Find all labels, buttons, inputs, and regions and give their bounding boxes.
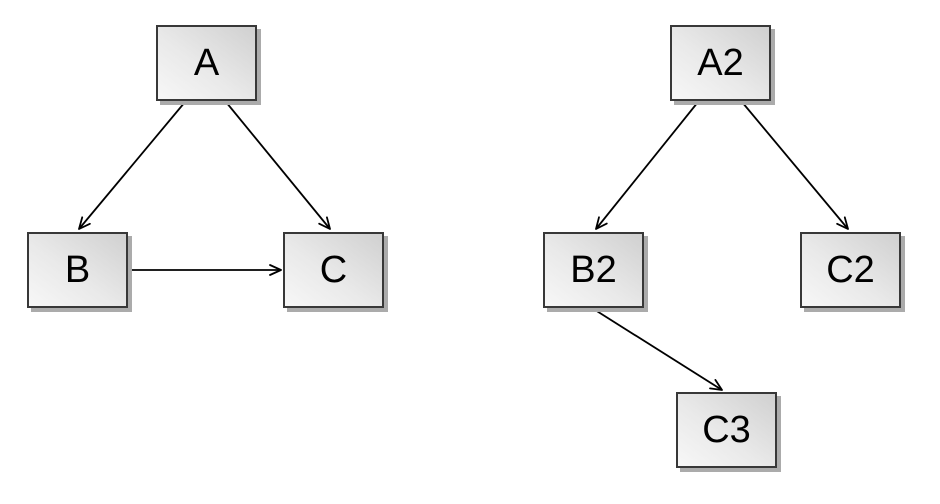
edge-A-to-B	[78, 101, 186, 230]
node-A2: A2	[670, 25, 771, 101]
node-C2: C2	[800, 232, 901, 308]
node-C2-label: C2	[826, 249, 875, 291]
node-B2: B2	[543, 232, 644, 308]
node-B2-label: B2	[570, 249, 617, 291]
edge-A2-to-C2	[741, 101, 849, 230]
edge-A-to-C	[225, 101, 331, 230]
edge-A2-to-B2	[595, 101, 699, 230]
node-C3-label: C3	[702, 409, 751, 451]
node-A: A	[156, 25, 257, 101]
node-B-label: B	[64, 249, 91, 291]
node-A2-label: A2	[697, 42, 744, 84]
node-A-label: A	[193, 42, 220, 84]
node-B: B	[27, 232, 128, 308]
edge-B2-to-C3	[591, 307, 723, 391]
node-C3: C3	[676, 392, 777, 468]
node-C: C	[283, 232, 384, 308]
node-C-label: C	[319, 249, 348, 291]
